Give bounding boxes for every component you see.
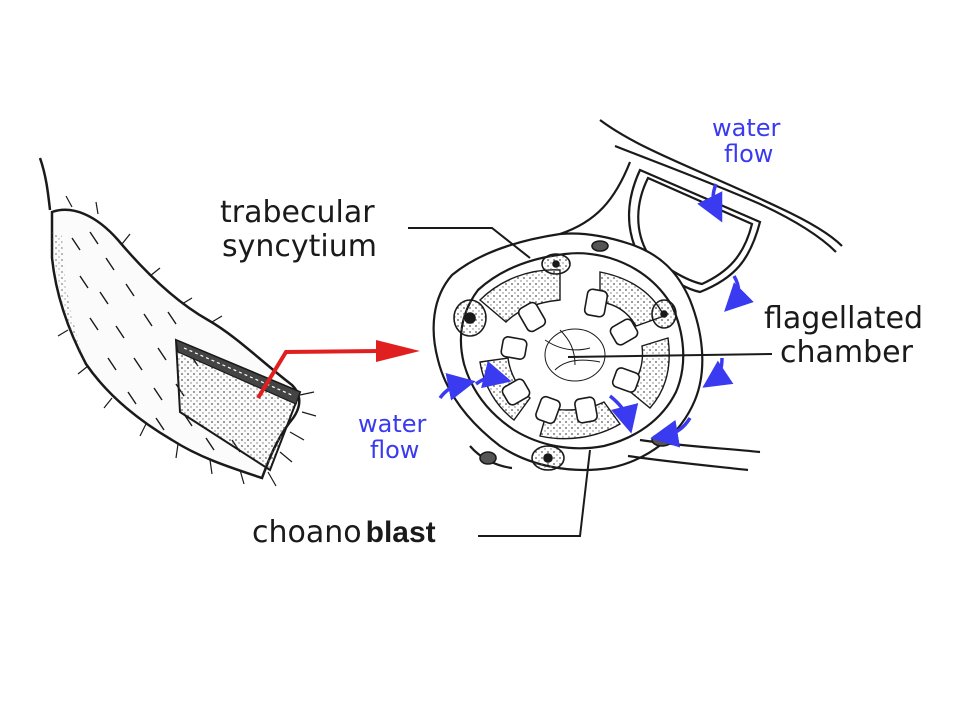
water-flow-arrows (438, 183, 754, 448)
leader-lines (408, 227, 773, 537)
label-water-flow-left: water flow (358, 410, 434, 464)
label-trabecular-syncytium: trabecular syncytium (220, 195, 384, 264)
zoom-arrow (256, 340, 420, 400)
flagella (544, 328, 606, 382)
label-water-flow-top: water flow (712, 114, 788, 168)
sponge-branch (38, 157, 317, 487)
label-flagellated-chamber: flagellated chamber (764, 301, 933, 370)
choanocytes (500, 288, 641, 425)
